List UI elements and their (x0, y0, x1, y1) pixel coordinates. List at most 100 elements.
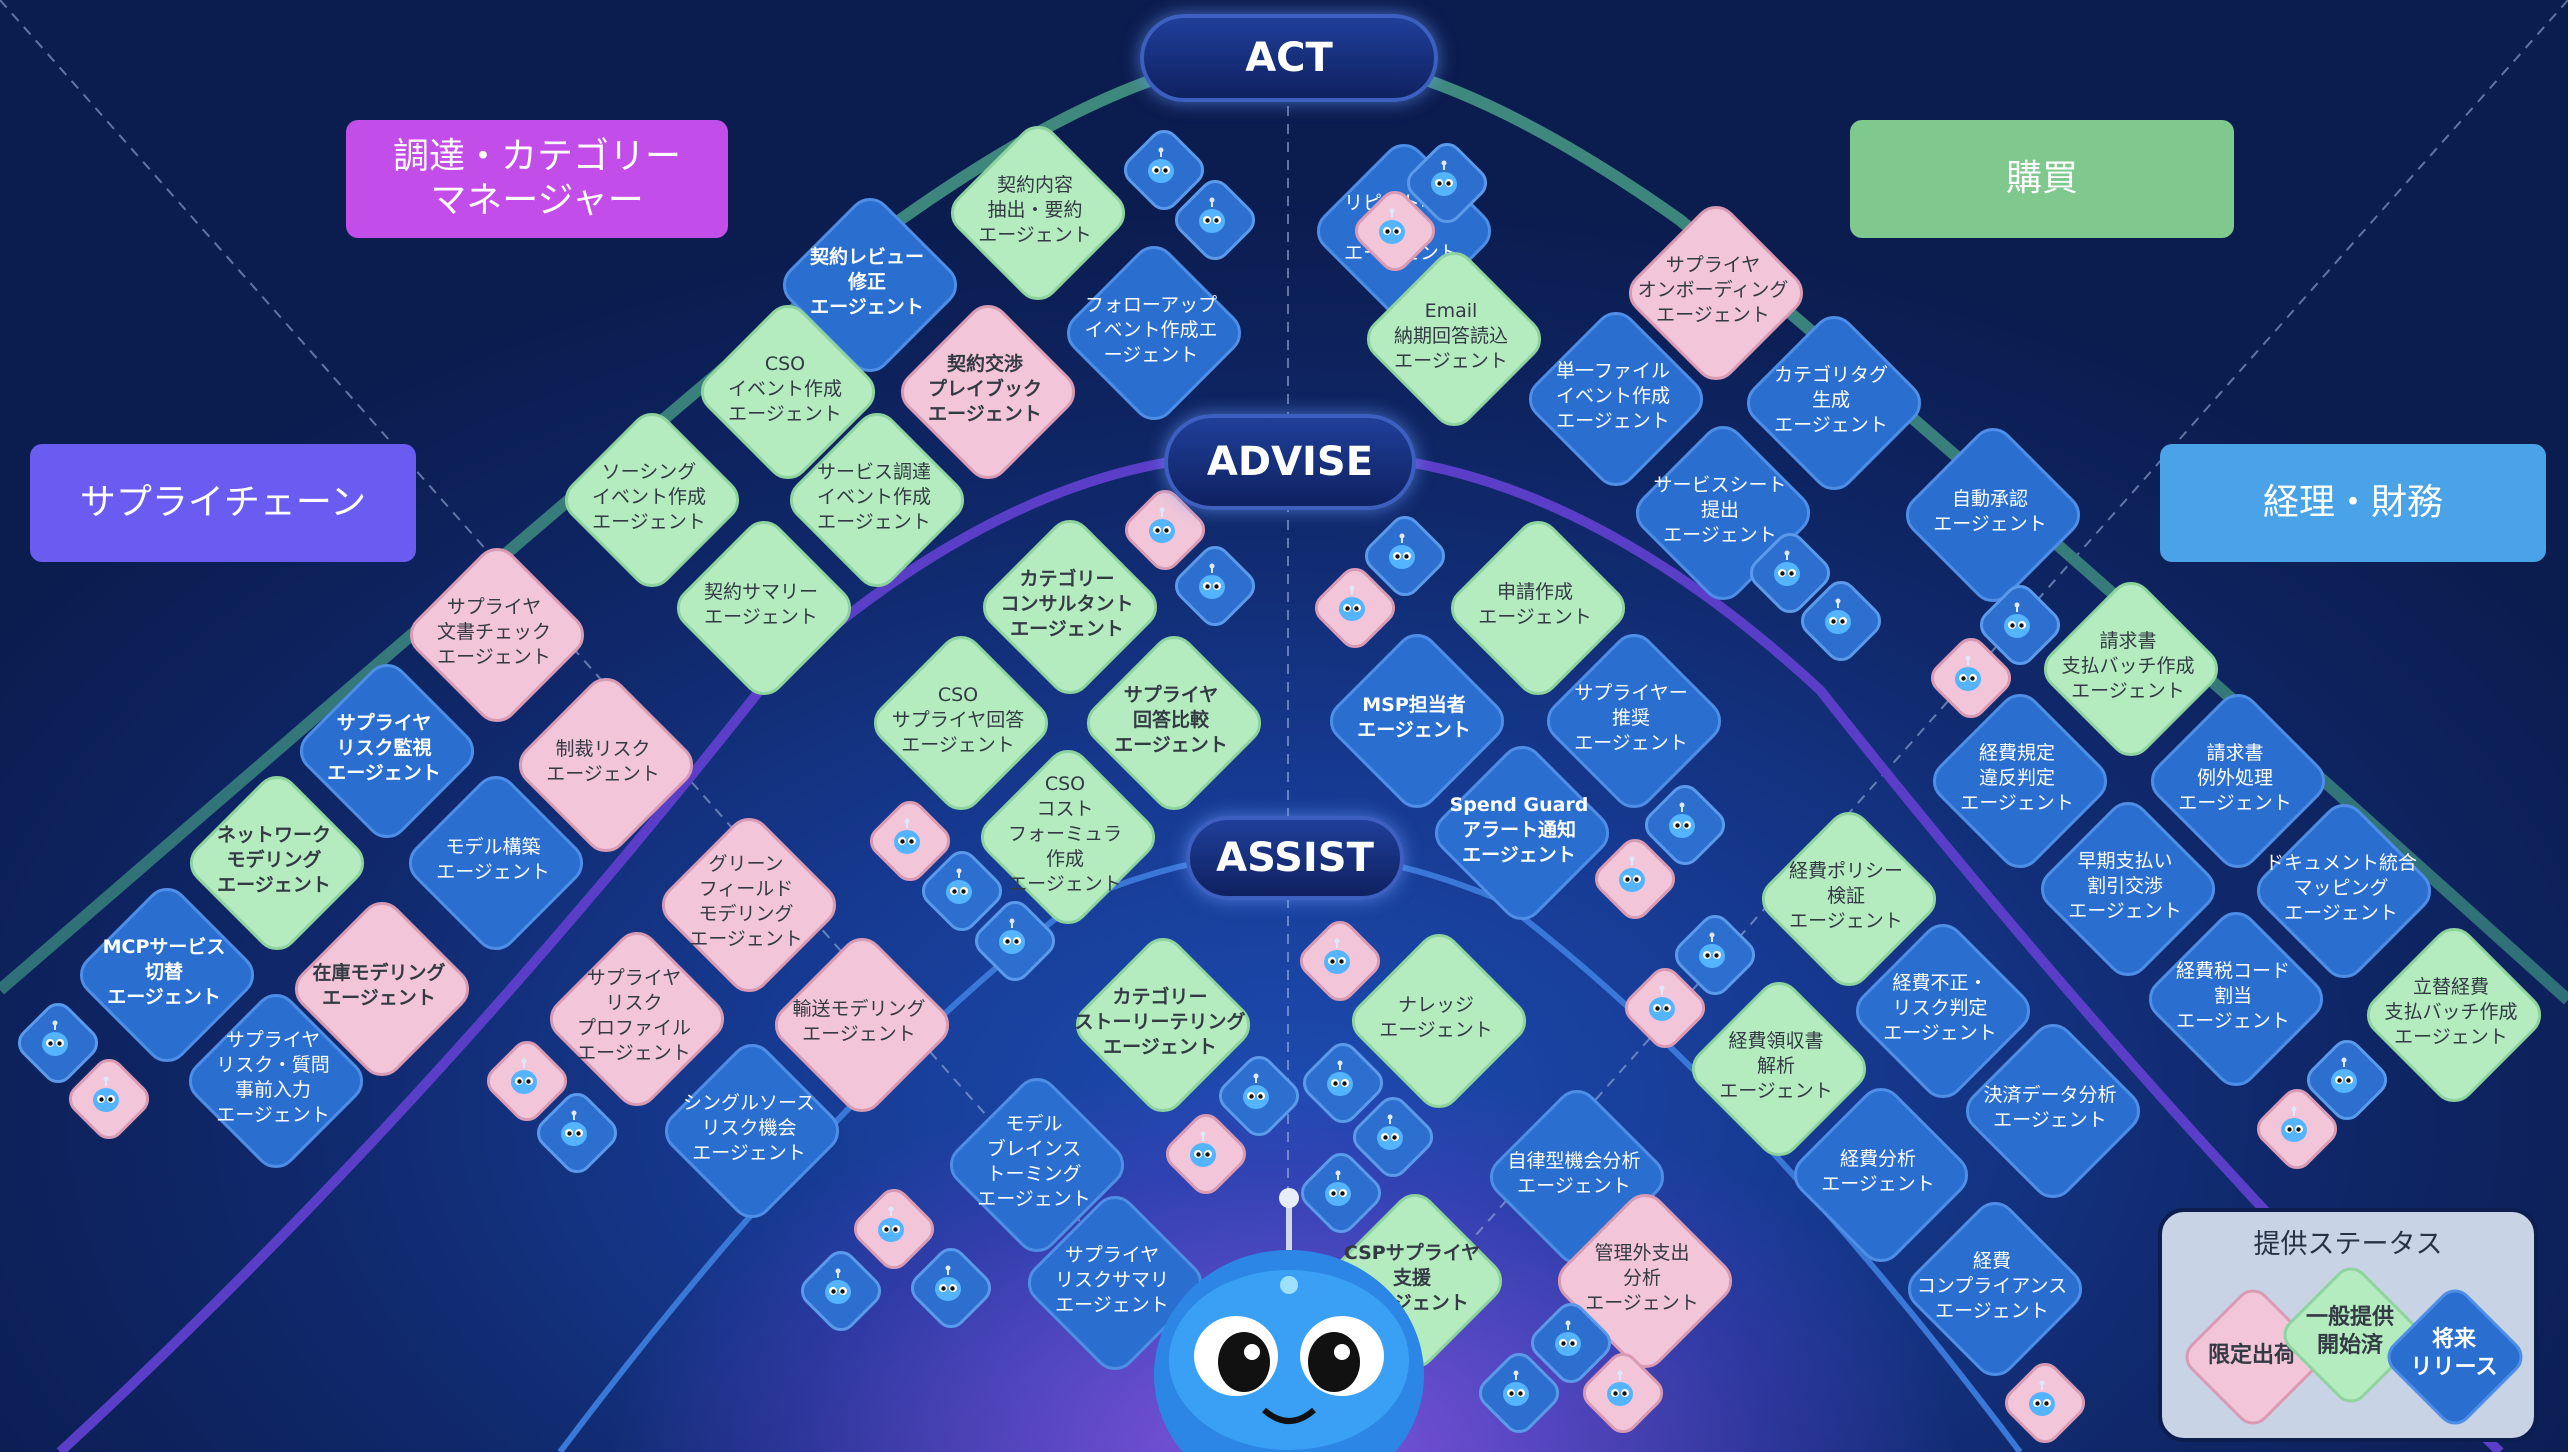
mascot-robot-icon (1154, 1188, 1424, 1452)
agent-label: ドキュメント統合 マッピング エージェント (2264, 851, 2417, 924)
robot-icon (1190, 1131, 1216, 1167)
agent-label: 早期支払い 割引交渉 エージェント (2068, 849, 2182, 922)
agent-label: 経費税コード 割当 エージェント (2175, 959, 2290, 1032)
agent-label: サプライヤ リスクサマリ エージェント (1054, 1243, 1169, 1316)
robot-icon (1555, 1320, 1581, 1356)
robot-icon (825, 1268, 851, 1304)
robot-icon (1325, 1170, 1351, 1206)
agent-label: 請求書 例外処理 エージェント (2178, 741, 2292, 814)
category-purchasing-banner: 購買 (1850, 120, 2234, 238)
robot-icon (2331, 1057, 2357, 1093)
robot-icon (1389, 533, 1415, 569)
legend-title: 提供ステータス (2253, 1229, 2443, 1260)
agent-label: 決済データ分析 エージェント (1983, 1084, 2117, 1131)
agent-label: サービス調達 イベント作成 エージェント (816, 460, 931, 533)
tier-assist-label: ASSIST (1186, 816, 1404, 900)
agent-label: 請求書 支払バッチ作成 エージェント (2061, 629, 2195, 702)
category-finance-banner: 経理・財務 (2160, 444, 2546, 562)
robot-icon (878, 1206, 904, 1242)
agent-label: フォローアップ イベント作成エ ージェント (1084, 293, 1218, 366)
agent-label: カテゴリー ストーリーテリング エージェント (1074, 985, 1246, 1058)
robot-icon (1199, 197, 1225, 233)
status-legend: 提供ステータス 限定出荷 一般提供 開始済 将来 リリース (2158, 1208, 2538, 1442)
agent-label: 申請作成 エージェント (1478, 581, 1592, 628)
agent-label: サプライヤ リスク プロファイル エージェント (576, 967, 691, 1064)
robot-icon (1825, 598, 1851, 634)
robot-icon (1243, 1073, 1269, 1109)
agent-label: 経費分析 エージェント (1821, 1148, 1935, 1195)
robot-icon (1431, 160, 1457, 196)
agent-label: 在庫モデリング エージェント (312, 962, 446, 1009)
tier-advise-label: ADVISE (1164, 414, 1416, 510)
robot-icon (511, 1058, 537, 1094)
agent-label: 経費ポリシー 検証 エージェント (1788, 859, 1903, 932)
robot-icon (561, 1110, 587, 1146)
agent-label: MCPサービス 切替 エージェント (102, 935, 226, 1008)
agent-label: 自動承認 エージェント (1933, 488, 2047, 535)
agent-label: 輸送モデリング エージェント (792, 998, 926, 1045)
agent-label: 契約交渉 プレイブック エージェント (927, 352, 1042, 425)
agent-label: サプライヤ リスク・質問 事前入力 エージェント (216, 1029, 330, 1126)
agent-label: カテゴリタグ 生成 エージェント (1773, 363, 1888, 436)
agent-label: ネットワーク モデリング エージェント (216, 823, 331, 896)
robot-icon (2029, 1380, 2055, 1416)
robot-icon (1324, 938, 1350, 974)
agent-label: 契約レビュー 修正 エージェント (809, 245, 924, 318)
category-supply-chain-banner: サプライチェーン (30, 444, 416, 562)
robot-icon (946, 868, 972, 904)
agent-label: 契約内容 抽出・要約 エージェント (978, 173, 1092, 246)
legend-general-label: 一般提供 開始済 (2305, 1305, 2394, 1358)
robot-icon (1199, 563, 1225, 599)
agent-label: 管理外支出 分析 エージェント (1585, 1241, 1699, 1314)
agent-label: Spend Guard アラート通知 エージェント (1449, 793, 1589, 866)
agent-label: CSO イベント作成 エージェント (727, 352, 842, 425)
agent-label: サービスシート 提出 エージェント (1653, 473, 1787, 546)
agent-label: 立替経費 支払バッチ作成 エージェント (2384, 975, 2518, 1048)
robot-icon (93, 1076, 119, 1112)
agent-label: カテゴリー コンサルタント エージェント (1000, 567, 1134, 640)
tier-act-label: ACT (1140, 14, 1438, 102)
robot-icon (1619, 856, 1645, 892)
robot-icon (999, 918, 1025, 954)
agent-label: 経費 コンプライアンス エージェント (1916, 1249, 2068, 1322)
agent-label: CSO サプライヤ回答 エージェント (891, 683, 1025, 756)
robot-icon (1699, 932, 1725, 968)
agent-label: 経費不正・ リスク判定 エージェント (1883, 971, 1997, 1044)
robot-icon (1774, 550, 1800, 586)
robot-icon (1955, 655, 1981, 691)
robot-icon (1149, 507, 1175, 543)
robot-icon (2281, 1106, 2307, 1142)
agent-label: サプライヤ リスク監視 エージェント (327, 711, 441, 784)
agent-label: Email 納期回答読込 エージェント (1393, 299, 1508, 372)
robot-icon (1607, 1370, 1633, 1406)
robot-icon (42, 1020, 68, 1056)
agent-label: グリーン フィールド モデリング エージェント (689, 853, 803, 950)
robot-icon (1327, 1060, 1353, 1096)
agent-label: ソーシング イベント作成 エージェント (591, 460, 706, 533)
category-procurement-banner: 調達・カテゴリー マネージャー (346, 120, 728, 238)
agent-label: 単一ファイル イベント作成 エージェント (1555, 359, 1670, 432)
legend-future-label: 将来 リリース (2410, 1327, 2498, 1380)
agent-label: 自律型機会分析 エージェント (1507, 1150, 1641, 1197)
robot-icon (894, 818, 920, 854)
robot-icon (1669, 802, 1695, 838)
robot-icon (1379, 208, 1405, 244)
agent-label: 契約サマリー エージェント (703, 581, 818, 628)
agent-label: 経費領収書 解析 エージェント (1719, 1029, 1833, 1102)
robot-icon (1148, 147, 1174, 183)
legend-limited-label: 限定出荷 (2207, 1343, 2296, 1368)
agent-label: モデル ブレインス トーミング エージェント (977, 1113, 1091, 1210)
agent-label: サプライヤ 回答比較 エージェント (1114, 683, 1228, 756)
agent-label: ナレッジ エージェント (1379, 994, 1493, 1041)
agent-label: サプライヤ 文書チェック エージェント (436, 595, 551, 668)
agent-label: MSP担当者 エージェント (1357, 694, 1471, 741)
robot-icon (1649, 985, 1675, 1021)
robot-icon (935, 1265, 961, 1301)
robot-icon (2004, 602, 2030, 638)
agent-label: シングルソース リスク機会 エージェント (682, 1091, 816, 1164)
agent-label: 経費規定 違反判定 エージェント (1960, 741, 2074, 814)
agent-label: サプライヤー 推奨 エージェント (1574, 681, 1688, 754)
agent-label: 制裁リスク エージェント (546, 738, 660, 785)
robot-icon (1503, 1370, 1529, 1406)
